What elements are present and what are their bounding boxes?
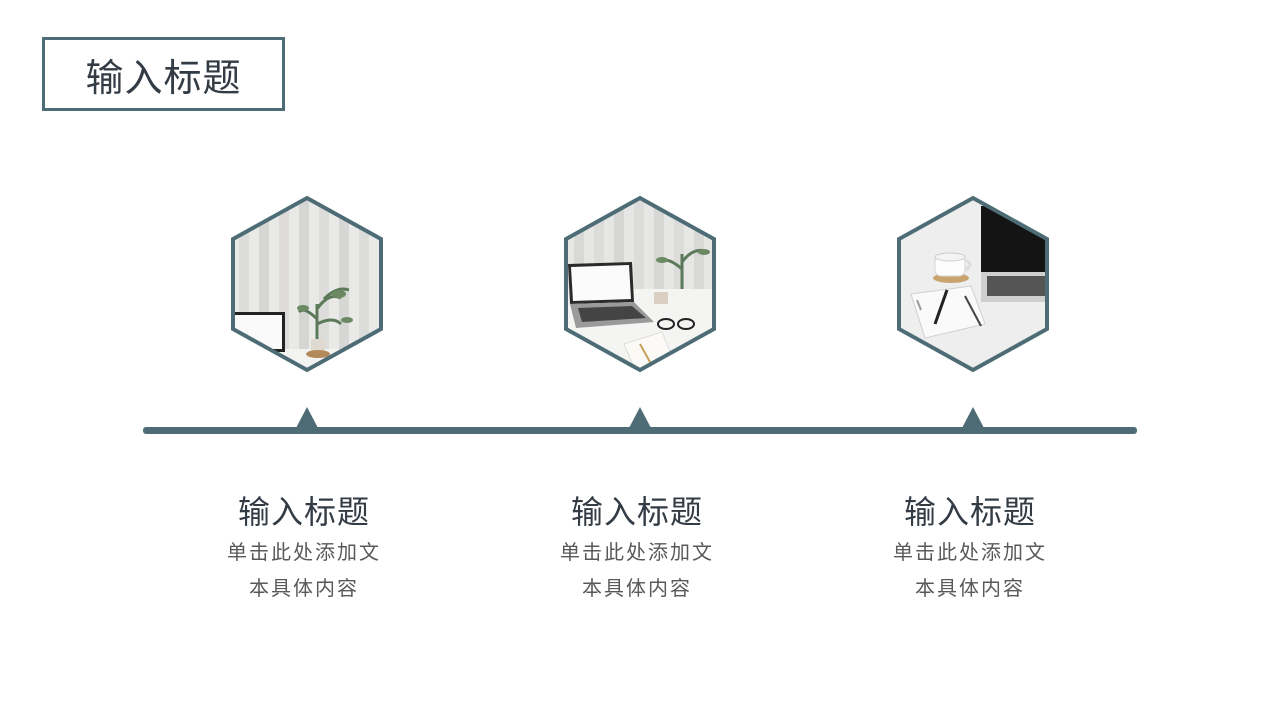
item-title[interactable]: 输入标题	[570, 493, 703, 531]
page-title-text: 输入标题	[85, 55, 242, 100]
item-desc-line: 单击此处添加文	[560, 540, 714, 564]
item-desc-line: 单击此处添加文	[227, 540, 381, 564]
item-description[interactable]: 单击此处添加文 本具体内容	[885, 534, 1055, 606]
timeline-item-2: 输入标题 单击此处添加文 本具体内容	[507, 490, 767, 606]
timeline-marker-3	[962, 407, 984, 428]
timeline-item-3: 输入标题 单击此处添加文 本具体内容	[840, 490, 1100, 606]
hexagon-image-1	[229, 194, 385, 374]
workspace-photo-3	[897, 195, 1049, 373]
workspace-photo-2	[564, 195, 716, 373]
item-description[interactable]: 单击此处添加文 本具体内容	[219, 534, 389, 606]
page-title: 输入标题	[42, 37, 285, 111]
item-desc-line: 单击此处添加文	[893, 540, 1047, 564]
hexagon-image-3	[895, 194, 1051, 374]
workspace-photo-1	[231, 195, 383, 373]
item-desc-line: 本具体内容	[582, 576, 692, 600]
timeline-marker-1	[296, 407, 318, 428]
item-title[interactable]: 输入标题	[903, 493, 1036, 531]
timeline-marker-2	[629, 407, 651, 428]
item-description[interactable]: 单击此处添加文 本具体内容	[552, 534, 722, 606]
timeline-item-1: 输入标题 单击此处添加文 本具体内容	[174, 490, 434, 606]
item-desc-line: 本具体内容	[915, 576, 1025, 600]
item-title[interactable]: 输入标题	[237, 493, 370, 531]
hexagon-image-2	[562, 194, 718, 374]
item-desc-line: 本具体内容	[249, 576, 359, 600]
timeline-bar	[143, 427, 1137, 434]
